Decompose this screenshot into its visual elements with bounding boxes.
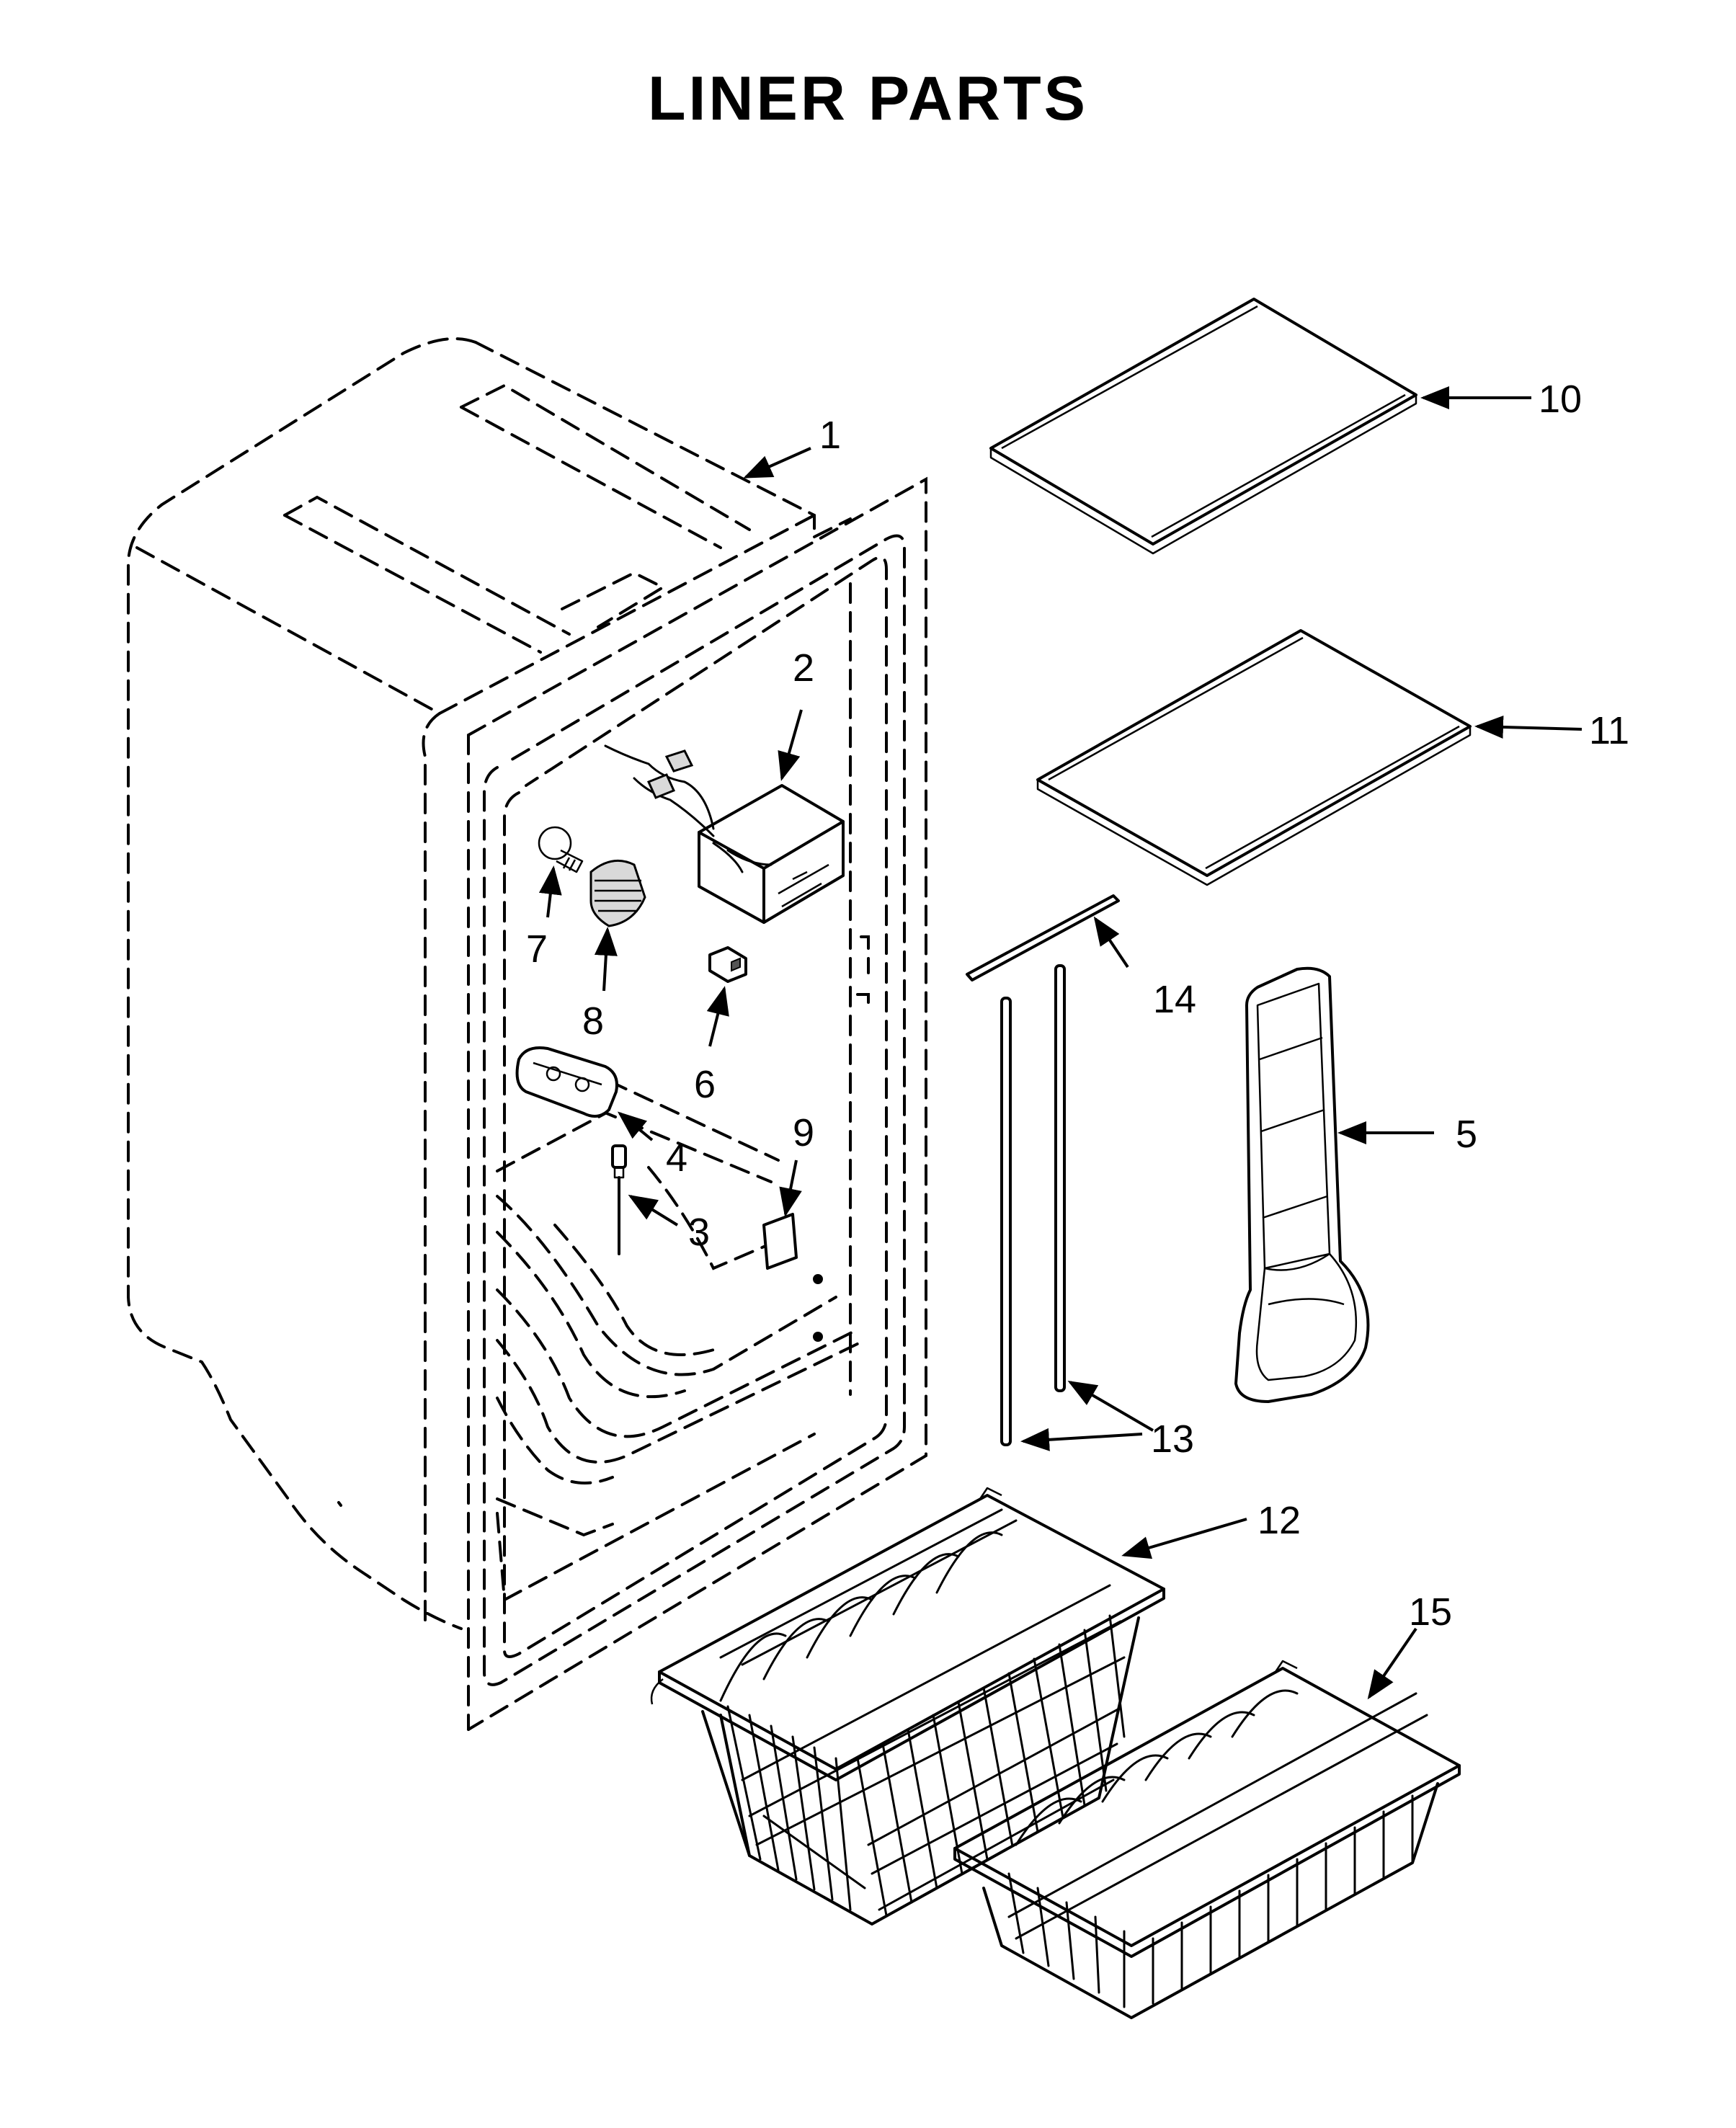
wire-basket-part-12 xyxy=(650,1487,1165,1926)
callout-3: 3 xyxy=(688,1211,710,1254)
trim-strip-part-14 xyxy=(966,894,1120,981)
page-title: LINER PARTS xyxy=(648,64,1088,133)
callout-11: 11 xyxy=(1589,709,1629,752)
callout-7: 7 xyxy=(526,927,548,971)
light-cover-part-8 xyxy=(589,859,646,927)
cabinet-liner xyxy=(127,337,927,1731)
callout-12: 12 xyxy=(1258,1499,1301,1542)
lamp-socket-part-4 xyxy=(515,1046,618,1118)
wire-basket-part-15 xyxy=(953,1660,1461,2019)
glass-shelf-part-11 xyxy=(1036,629,1472,886)
glass-shelf-part-10 xyxy=(989,298,1417,555)
callout-8: 8 xyxy=(582,1000,604,1043)
callout-14: 14 xyxy=(1153,978,1196,1021)
trim-strips-part-13 xyxy=(1000,964,1066,1446)
callout-4: 4 xyxy=(666,1136,687,1180)
light-bulb-part-7 xyxy=(538,826,584,873)
callout-6: 6 xyxy=(694,1063,716,1106)
callout-10: 10 xyxy=(1539,378,1582,421)
label-part-9 xyxy=(762,1213,798,1270)
callout-13: 13 xyxy=(1151,1417,1194,1461)
callout-labels: 1 2 3 4 5 6 7 8 9 10 11 12 13 14 15 xyxy=(526,378,1629,1634)
callout-1: 1 xyxy=(819,414,841,457)
leader-lines xyxy=(538,386,1583,1700)
thermistor-part-3 xyxy=(611,1144,627,1255)
control-housing-part-2 xyxy=(604,744,845,924)
callout-9: 9 xyxy=(793,1111,814,1154)
switch-part-6 xyxy=(708,946,747,983)
callout-2: 2 xyxy=(793,646,814,690)
air-tower-part-5 xyxy=(1234,966,1370,1403)
callout-15: 15 xyxy=(1409,1590,1452,1634)
callout-5: 5 xyxy=(1456,1113,1477,1156)
